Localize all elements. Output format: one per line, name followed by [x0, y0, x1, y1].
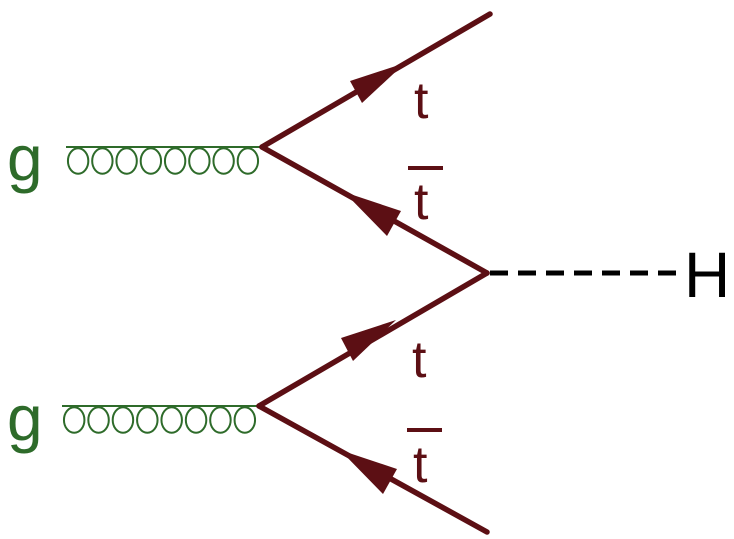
arrow-left-icon	[340, 450, 397, 494]
top-quark-label-upper: t	[414, 72, 429, 130]
arrow-left-icon	[344, 192, 401, 236]
arrow-right-icon	[350, 63, 405, 103]
higgs-label: H	[684, 239, 730, 311]
antitop-label-upper: t	[414, 173, 429, 231]
arrow-right-icon	[341, 320, 396, 361]
gluon-label-bottom: g	[7, 382, 43, 454]
gluon-line-top	[66, 146, 260, 175]
gluon-label-top: g	[7, 122, 43, 194]
antitop-label-lower: t	[413, 436, 428, 494]
top-quark-label-lower: t	[412, 331, 427, 389]
gluon-line-bottom	[62, 405, 257, 434]
